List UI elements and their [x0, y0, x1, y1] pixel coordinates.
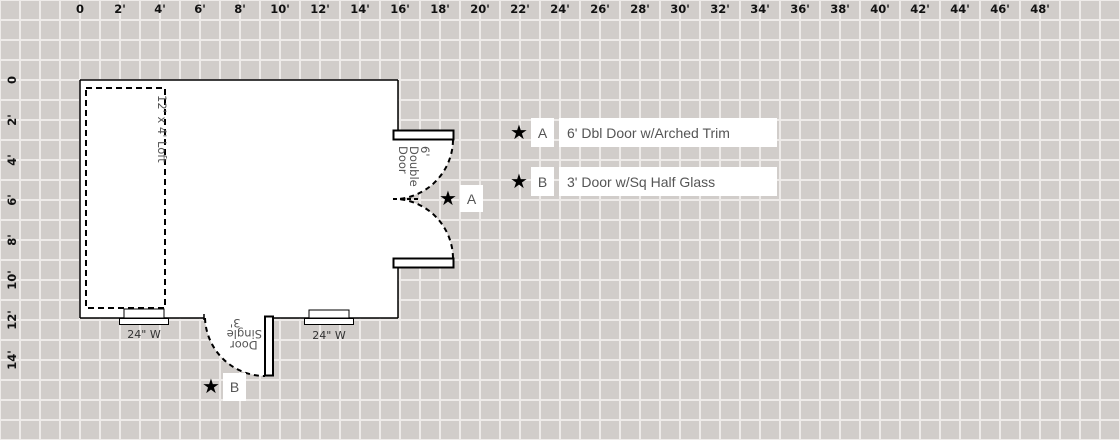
window-1-label: 24" W [127, 328, 161, 341]
loft-label: 12' x 4' Loft [155, 95, 169, 163]
x-tick: 12' [310, 2, 330, 16]
x-tick: 36' [790, 2, 810, 16]
star-icon: ★ [510, 122, 528, 144]
x-tick: 24' [550, 2, 570, 16]
x-tick: 40' [870, 2, 890, 16]
x-tick: 28' [630, 2, 650, 16]
legend-letter: A [531, 118, 554, 147]
star-icon: ★ [202, 376, 220, 398]
x-tick: 44' [950, 2, 970, 16]
x-tick: 8' [234, 2, 246, 16]
x-tick: 16' [390, 2, 410, 16]
x-tick: 38' [830, 2, 850, 16]
legend-label: 3' Door w/Sq Half Glass [559, 167, 777, 196]
x-tick: 48' [1030, 2, 1050, 16]
window-2 [304, 309, 354, 325]
x-tick: 6' [194, 2, 206, 16]
double-door-a [392, 129, 455, 269]
x-tick: 2' [114, 2, 126, 16]
x-tick: 26' [590, 2, 610, 16]
building-floor [80, 80, 398, 318]
star-icon: ★ [510, 171, 528, 193]
x-tick: 22' [510, 2, 530, 16]
x-tick: 32' [710, 2, 730, 16]
marker-b[interactable]: B [223, 373, 246, 401]
door-b-swing [205, 318, 265, 376]
window-1 [119, 308, 169, 325]
x-tick: 0 [75, 2, 85, 16]
star-icon: ★ [439, 188, 457, 210]
x-tick: 46' [990, 2, 1010, 16]
x-tick: 34' [750, 2, 770, 16]
legend-letter: B [531, 167, 554, 196]
double-door-label: 6' Double Door [396, 146, 432, 187]
x-tick: 14' [350, 2, 370, 16]
x-tick: 10' [270, 2, 290, 16]
door-a-swing-top [398, 140, 453, 199]
x-tick: 30' [670, 2, 690, 16]
single-door-label: Door Single 3' [227, 316, 262, 352]
x-tick: 18' [430, 2, 450, 16]
marker-a[interactable]: A [460, 185, 483, 212]
x-tick: 42' [910, 2, 930, 16]
x-tick: 4' [154, 2, 166, 16]
x-tick: 20' [470, 2, 490, 16]
window-2-label: 24" W [312, 329, 346, 342]
single-door-b [204, 315, 274, 377]
legend-label: 6' Dbl Door w/Arched Trim [559, 118, 777, 147]
door-a-swing-bottom [398, 199, 453, 258]
